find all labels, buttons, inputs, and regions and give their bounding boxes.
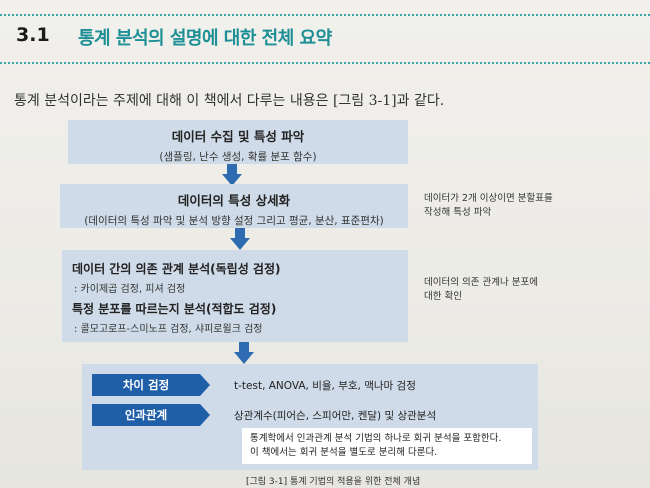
side-note-2-line1: 데이터의 의존 관계나 분포에 — [424, 277, 538, 288]
top-dotted-rule — [0, 14, 650, 16]
step2-subtitle: (데이터의 특성 파악 및 분석 방향 설정 그리고 평균, 분산, 표준편차) — [84, 215, 384, 227]
tag1-pointer — [200, 374, 210, 396]
difference-test-methods: t-test, ANOVA, 비율, 부호, 맥나마 검정 — [234, 380, 416, 392]
side-note-2-line2: 대한 확인 — [424, 291, 462, 302]
note-line1: 통계학에서 인과관계 분석 기법의 하나로 회귀 분석을 포함한다. — [250, 433, 502, 444]
step3-line1-sub: : 카이제곱 검정, 피셔 검정 — [74, 284, 186, 295]
side-note-1-line2: 작성해 특성 파악 — [424, 207, 492, 218]
step2-title: 데이터의 특성 상세화 — [177, 193, 291, 208]
causality-methods: 상관계수(피어슨, 스피어만, 켄달) 및 상관분석 — [234, 410, 437, 422]
section-dotted-rule — [0, 62, 650, 64]
step-box-methods: 차이 검정 t-test, ANOVA, 비율, 부호, 맥나마 검정 인과관계… — [82, 364, 538, 470]
section-title: 통계 분석의 설명에 대한 전체 요약 — [78, 28, 332, 49]
note-line2: 이 책에서는 회귀 분석을 별도로 분리해 다룬다. — [250, 447, 438, 458]
step3-line2-sub: : 콜모고로프-스미노프 검정, 샤피로윌크 검정 — [74, 324, 263, 335]
tag-difference-test: 차이 검정 — [92, 374, 200, 396]
intro-paragraph: 통계 분석이라는 주제에 대해 이 책에서 다루는 내용은 [그림 3-1]과 … — [14, 93, 445, 109]
step1-subtitle: (샘플링, 난수 생성, 확률 분포 함수) — [159, 151, 317, 163]
figure-caption: [그림 3-1] 통계 기법의 적용을 위한 전체 개념 — [246, 477, 421, 487]
regression-note: 통계학에서 인과관계 분석 기법의 하나로 회귀 분석을 포함한다. 이 책에서… — [242, 428, 532, 464]
tag2-pointer — [200, 404, 210, 426]
side-note-1-line1: 데이터가 2개 이상이면 분할표를 — [424, 193, 553, 204]
side-note-2: 데이터의 의존 관계나 분포에 대한 확인 — [424, 276, 538, 304]
step3-line1: 데이터 간의 의존 관계 분석(독립성 검정) — [72, 262, 281, 276]
section-number: 3.1 — [16, 24, 50, 46]
step1-title: 데이터 수집 및 특성 파악 — [171, 129, 305, 144]
side-note-1: 데이터가 2개 이상이면 분할표를 작성해 특성 파악 — [424, 192, 553, 220]
tag-causality: 인과관계 — [92, 404, 200, 426]
step-box-detail: 데이터의 특성 상세화 (데이터의 특성 파악 및 분석 방향 설정 그리고 평… — [60, 184, 408, 228]
step-box-dependency: 데이터 간의 의존 관계 분석(독립성 검정) : 카이제곱 검정, 피셔 검정… — [62, 250, 408, 342]
step-box-collect: 데이터 수집 및 특성 파악 (샘플링, 난수 생성, 확률 분포 함수) — [68, 120, 408, 164]
step3-line2: 특정 분포를 따르는지 분석(적합도 검정) — [72, 302, 277, 316]
